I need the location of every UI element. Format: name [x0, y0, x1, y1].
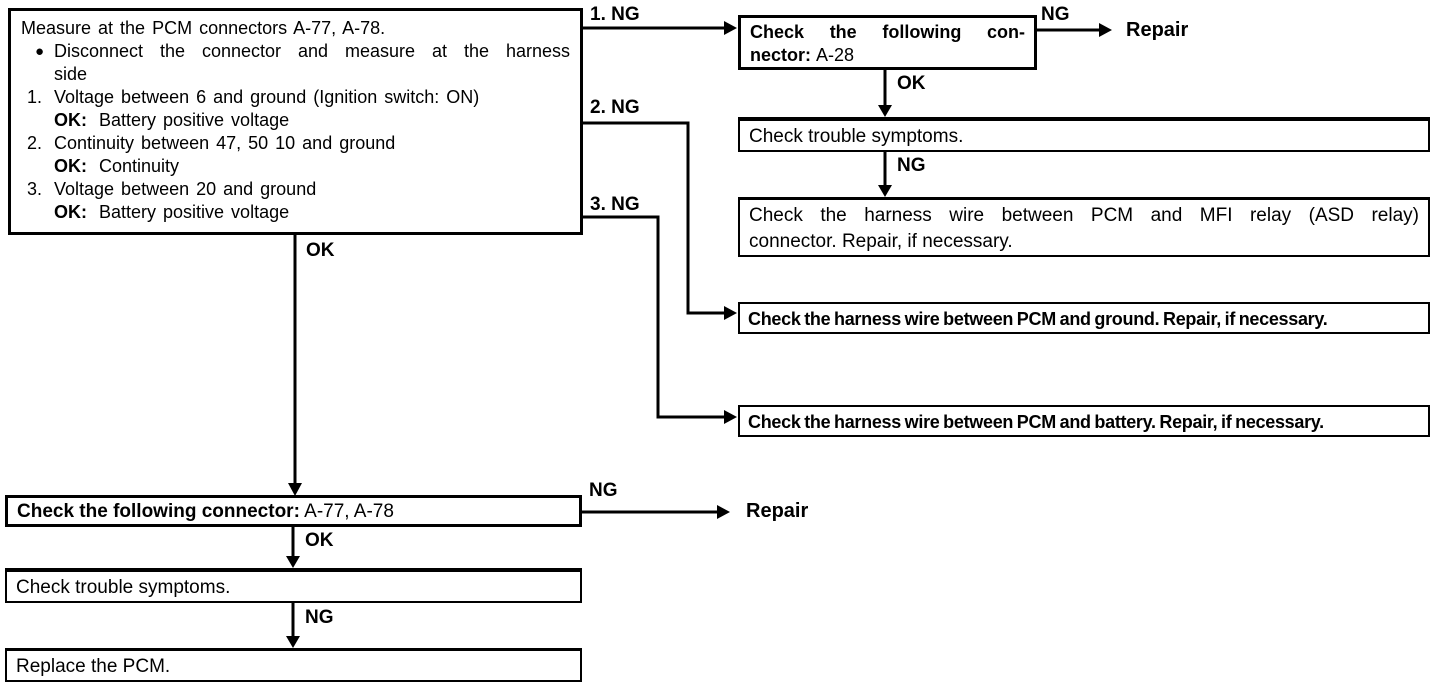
measure-title-row: Measure at the PCM connectors A-77, A-78… — [21, 17, 570, 40]
connector-ng3-to-battery — [583, 215, 737, 424]
label-ok-a77: OK — [305, 530, 334, 551]
label-ng-symptoms-bottom: NG — [305, 607, 334, 628]
label-repair-top: Repair — [1126, 19, 1189, 41]
replace-pcm-box: Replace the PCM. — [5, 648, 582, 682]
label-ok-a28: OK — [897, 73, 926, 94]
check-connector-a28-box: Check the following con- nector: A-28 — [738, 15, 1037, 70]
step-3-ok: OK:Battery positive voltage — [54, 202, 290, 222]
label-branch-2-ng: 2. NG — [590, 97, 640, 118]
label-repair-bottom: Repair — [746, 500, 809, 522]
check-trouble-symptoms-top-box: Check trouble symptoms. — [738, 117, 1430, 152]
measure-title: Measure at the PCM connectors A-77, A-78… — [21, 18, 386, 38]
step-1-ok: OK:Battery positive voltage — [54, 110, 290, 130]
label-ng-symptoms-top: NG — [897, 155, 926, 176]
connector-ng1-to-a28 — [583, 21, 737, 35]
check-trouble-symptoms-bottom-box: Check trouble symptoms. — [5, 568, 582, 603]
connector-a77-to-repair — [582, 505, 730, 519]
bullet-text: Disconnect the connector and measure at … — [54, 41, 570, 84]
label-branch-3-ng: 3. NG — [590, 194, 640, 215]
connector-symptoms-to-replace — [286, 603, 300, 648]
harness-ground-box: Check the harness wire between PCM and g… — [738, 302, 1430, 334]
step-2-ok: OK:Continuity — [54, 156, 180, 176]
connector-main-to-a77 — [288, 235, 302, 496]
label-ok-main: OK — [306, 240, 335, 261]
label-ng-a77: NG — [589, 480, 618, 501]
step-2: 2. Continuity between 47, 50 10 and grou… — [27, 133, 396, 153]
bullet-item: ● Disconnect the connector and measure a… — [21, 40, 570, 86]
bullet-marker: ● — [35, 43, 45, 60]
step-3: 3. Voltage between 20 and ground — [27, 179, 317, 199]
connector-ng2-to-ground — [583, 121, 737, 320]
step-1: 1. Voltage between 6 and ground (Ignitio… — [27, 87, 480, 107]
label-ng-a28: NG — [1041, 4, 1070, 25]
label-branch-1-ng: 1. NG — [590, 4, 640, 25]
connector-a28-to-repair — [1037, 23, 1112, 37]
check-connector-a77-box: Check the following connector: A-77, A-7… — [5, 495, 582, 527]
connector-a77-to-symptoms — [286, 527, 300, 568]
connector-symptoms-to-mfi — [878, 152, 892, 197]
harness-mfi-relay-box: Check the harness wire between PCM and M… — [738, 197, 1430, 257]
harness-battery-box: Check the harness wire between PCM and b… — [738, 405, 1430, 437]
connector-a28-to-symptoms — [878, 70, 892, 117]
measure-pcm-box: Measure at the PCM connectors A-77, A-78… — [8, 8, 583, 235]
